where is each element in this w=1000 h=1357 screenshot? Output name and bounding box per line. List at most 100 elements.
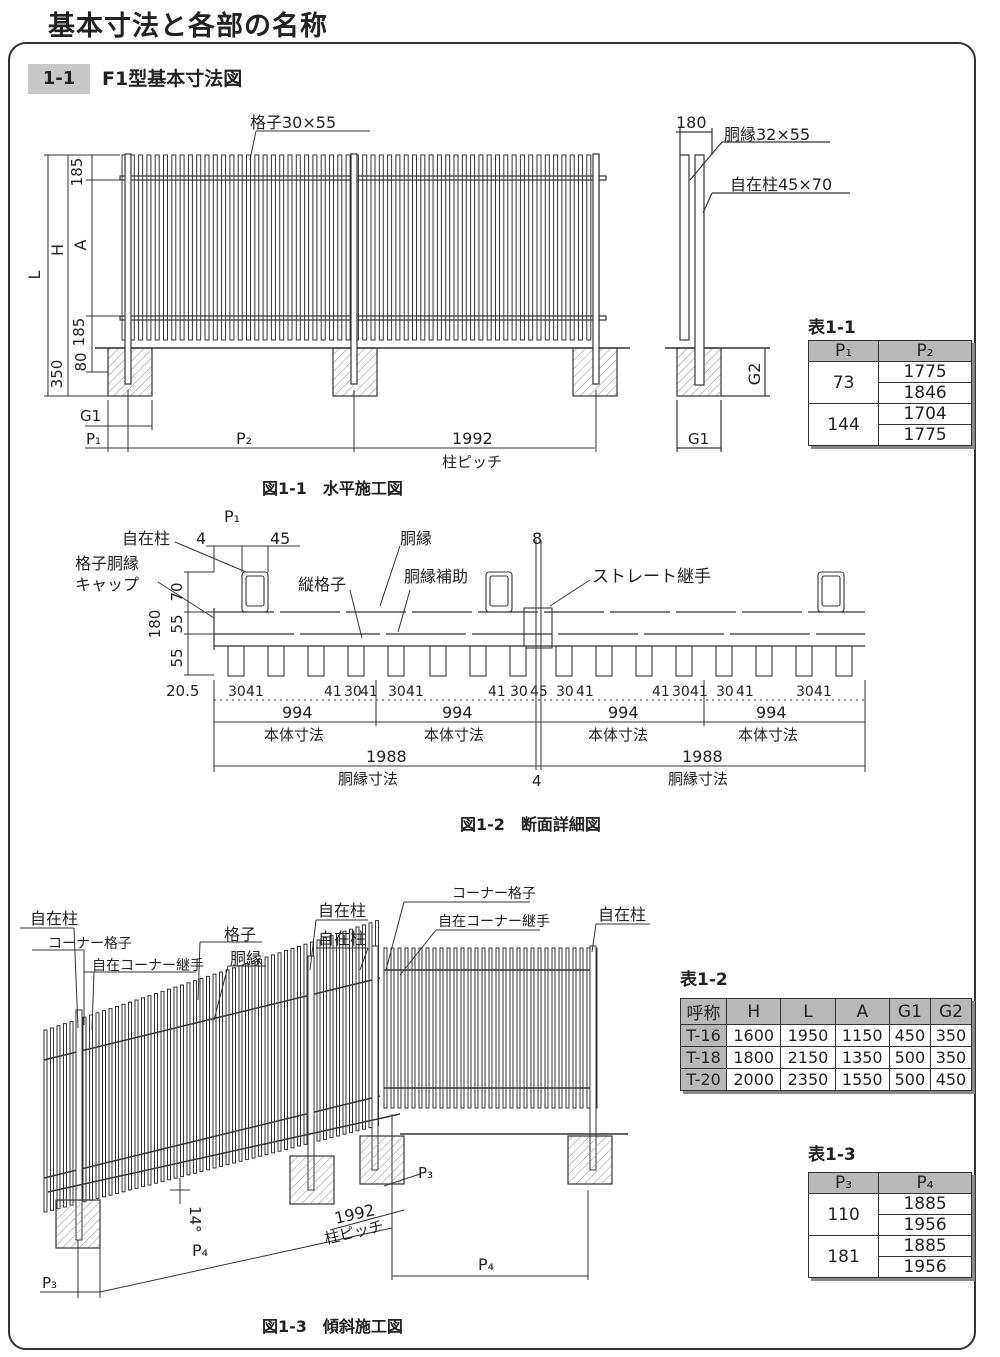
table1-cell: 1775 (878, 361, 972, 383)
dim-small: 41 (406, 684, 424, 700)
lattice-bar (277, 952, 282, 1152)
lattice-bar (486, 154, 492, 341)
dim-small: 45 (530, 684, 548, 700)
lattice-bar (495, 154, 500, 341)
fig3-corner-lattice-label-2: コーナー格子 (452, 886, 536, 902)
table2-caption: 表1-2 (680, 970, 728, 990)
lattice-bar (187, 154, 193, 341)
lattice-bar (115, 1005, 119, 1194)
lattice-bar (219, 971, 223, 1167)
dim-small: 41 (736, 684, 754, 700)
free-post-inner (489, 575, 509, 607)
lattice-bar (212, 973, 217, 1169)
lattice-section (755, 645, 773, 677)
fig2-rail-label: 胴縁 (400, 529, 432, 548)
fig2-rail-dim-left: 胴縁寸法 (338, 770, 398, 788)
lattice-bar (179, 154, 185, 341)
lattice-bar (316, 939, 321, 1142)
dim-small: 30 (672, 684, 690, 700)
lattice-bar (258, 958, 262, 1157)
dim-994: 994 (442, 703, 473, 722)
lattice-bar (204, 154, 210, 341)
lattice-bar (171, 154, 177, 341)
lattice-bar (232, 967, 236, 1164)
lattice-bar (312, 154, 318, 341)
fig1-side-view (665, 128, 850, 452)
content-frame (8, 42, 976, 1350)
table2-row-header: T-20 (679, 1068, 728, 1091)
lattice-bar (558, 947, 563, 1109)
lattice-bar (134, 999, 139, 1189)
dim-4-gap: 4 (532, 772, 542, 790)
lattice-section (595, 645, 613, 677)
lattice-bar (397, 947, 402, 1109)
lattice-bar (336, 933, 340, 1137)
lattice-section (509, 645, 527, 677)
table2-header: H (726, 998, 782, 1025)
dim-small: 30 (556, 684, 574, 700)
lattice-bar (237, 154, 243, 341)
table2-row-header: T-18 (679, 1046, 728, 1069)
lattice-bar (467, 947, 472, 1109)
dim-8: 8 (532, 529, 542, 548)
lattice-bar (445, 154, 451, 341)
lattice-bar (89, 1014, 93, 1201)
lattice-bar (128, 1001, 132, 1191)
section-title: F1型基本寸法図 (102, 68, 243, 90)
fig2-rail-dim-right: 胴縁寸法 (668, 770, 728, 788)
lattice-bar (551, 947, 556, 1109)
lattice-bar (173, 986, 178, 1179)
lattice-bar (186, 982, 191, 1176)
lattice-bar (69, 1020, 74, 1206)
lattice-bar (290, 948, 295, 1149)
fig2-straight-joint-label: ストレート継手 (592, 567, 711, 587)
lattice-bar (138, 154, 144, 341)
lattice-bar (225, 969, 230, 1166)
table3-caption: 表1-3 (808, 1145, 856, 1165)
table2-cell: 450 (929, 1068, 973, 1091)
lattice-bar (102, 1010, 106, 1198)
table1-cell: 1775 (878, 424, 972, 446)
lattice-section (715, 645, 733, 677)
fig1-foundations (107, 347, 618, 397)
table3-header-p3: P₃ (807, 1172, 880, 1194)
dim-small: 41 (690, 684, 708, 700)
fig3-corner-lattice-label: コーナー格子 (48, 936, 132, 952)
dim-G1-side: G1 (688, 430, 709, 448)
table2-header: G1 (888, 998, 931, 1025)
lattice-bar (345, 154, 351, 341)
table2-cell: 1150 (834, 1024, 890, 1047)
dim-185-top: 185 (68, 158, 86, 187)
lattice-bar (509, 947, 514, 1109)
lattice-bar (303, 943, 308, 1145)
lattice-bar (167, 988, 171, 1181)
dim-small: 41 (324, 684, 342, 700)
table2-cell: 500 (888, 1068, 931, 1091)
lattice-bar (342, 930, 347, 1135)
dim-angle: 14° (186, 1206, 204, 1233)
lattice-bar (432, 947, 437, 1109)
lattice-bar (569, 154, 575, 341)
fig1-caption: 図1-1 水平施工図 (262, 479, 403, 498)
fig2-drawing: 自在柱 格子胴縁 キャップ 4 P₁ 45 胴縁 8 縦格子 胴縁補助 ストレー… (75, 507, 866, 834)
lattice-section (429, 645, 447, 677)
fig1-rail-label: 胴縁32×55 (724, 125, 810, 144)
lattice-bar (43, 1029, 48, 1213)
dim-H: H (48, 244, 67, 256)
table2-header: L (780, 998, 836, 1025)
table1-header-p1: P₁ (807, 340, 880, 362)
table1-cell: 73 (807, 361, 880, 404)
table2-cell: 1800 (726, 1046, 782, 1069)
lattice-bar (453, 947, 458, 1109)
fig3-rail (43, 977, 381, 1061)
lattice-bar (287, 154, 293, 341)
lattice-bar (355, 926, 360, 1132)
lattice-bar (511, 154, 517, 341)
fig3-rail (43, 1095, 381, 1179)
lattice-bar (460, 947, 465, 1109)
fig3-ground (47, 1113, 628, 1193)
dim-small: 30 (388, 684, 406, 700)
lattice-bar (503, 154, 509, 341)
